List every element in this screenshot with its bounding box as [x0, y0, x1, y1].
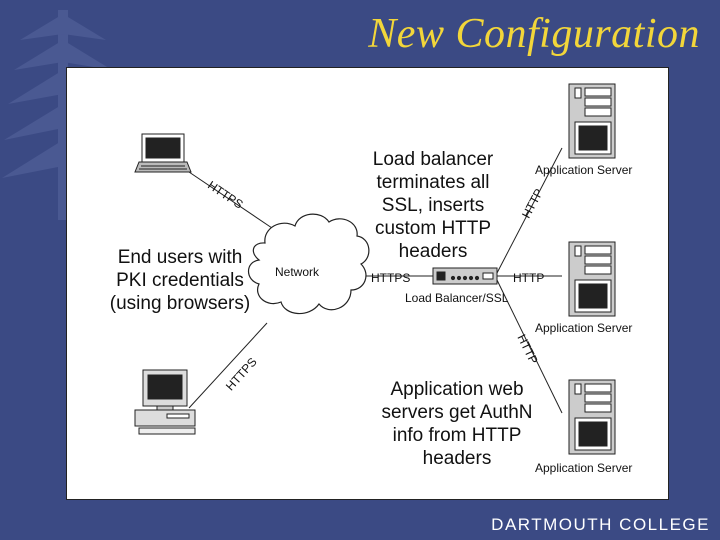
end-users-label: End users with PKI credentials (using br… [85, 246, 275, 315]
app-server-label-3: Application Server [535, 461, 633, 475]
end-users-line: (using browsers) [109, 293, 251, 314]
diagram-panel: End users with PKI credentials (using br… [66, 67, 669, 500]
app-servers-note: Application web servers get AuthN info f… [367, 378, 547, 470]
link-lb-server3 [496, 279, 563, 414]
application-server-icon-2 [568, 241, 616, 317]
lb-note-line: custom HTTP [374, 218, 492, 239]
lb-note-line: Load balancer [372, 149, 494, 170]
slide-title: New Configuration [368, 11, 700, 57]
end-users-line: PKI credentials [116, 270, 244, 291]
load-balancer-note: Load balancer terminates all SSL, insert… [353, 148, 513, 263]
link-lb-server1 [496, 147, 563, 274]
diagram-canvas [134, 83, 616, 455]
network-cloud-icon [247, 213, 370, 315]
lb-note-line: terminates all [376, 172, 490, 193]
application-server-icon-1 [568, 83, 616, 159]
end-users-line: End users with [117, 247, 243, 268]
network-label: Network [275, 265, 320, 279]
desktop-computer-icon [134, 369, 196, 435]
app-note-line: info from HTTP [392, 425, 522, 446]
app-server-label-1: Application Server [535, 163, 633, 177]
link-laptop-network [188, 171, 273, 229]
link-label-network-lb: HTTPS [371, 271, 411, 285]
app-note-line: headers [422, 448, 492, 469]
link-desktop-network [188, 322, 268, 409]
app-server-label-2: Application Server [535, 321, 633, 335]
link-label-lb-server2: HTTP [513, 271, 545, 285]
load-balancer-icon [432, 267, 498, 285]
lb-note-line: SSL, inserts [381, 195, 485, 216]
load-balancer-label: Load Balancer/SSL [405, 291, 509, 305]
app-note-line: Application web [390, 379, 524, 400]
application-server-icon-3 [568, 379, 616, 455]
laptop-icon [134, 133, 192, 173]
app-note-line: servers get AuthN [381, 402, 533, 423]
footer-institution: DARTMOUTH COLLEGE [491, 515, 710, 534]
lb-note-line: headers [398, 241, 468, 262]
